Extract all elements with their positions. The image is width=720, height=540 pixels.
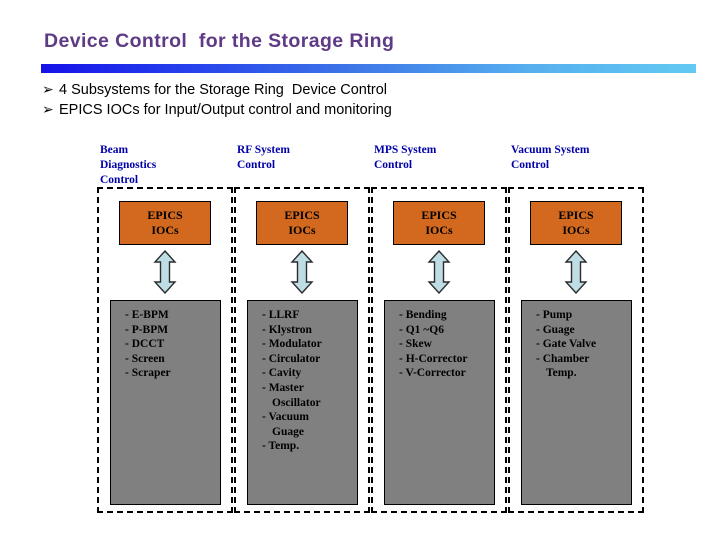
device-list-item: - Master [262,381,304,394]
epics-ioc-label-line2: IOCs [562,223,590,237]
epics-ioc-label-line2: IOCs [151,223,179,237]
subsystem-header: Beam Diagnostics Control [100,144,157,186]
device-list-item: - Bending [399,309,447,321]
device-list-item: - Circulator [262,352,321,365]
subsystem-dashed-frame [371,187,507,513]
device-list-item: - Chamber [536,352,590,365]
epics-ioc-label-line1: EPICS [421,208,457,222]
device-list-item: Temp. [546,367,577,380]
device-list-item: - P-BPM [125,323,169,336]
device-list-item: - Guage [536,323,575,336]
epics-ioc-label-line1: EPICS [558,208,594,222]
page-title: Device Control for the Storage Ring [44,30,395,52]
device-list: - E-BPM - P-BPM - DCCT- Screen - Scraper [125,308,255,381]
device-list-item: - Scraper [125,367,171,380]
subsystem-header: RF System Control [237,144,290,171]
device-list-item: Guage [272,425,304,438]
bidirectional-arrow-icon [119,249,211,295]
device-list-item: - Cavity [262,367,302,380]
device-list-item: - Vacuum [262,411,309,424]
subsystem-header: Vacuum System Control [511,144,590,171]
bullet-item: ➢ EPICS IOCs for Input/Output control and… [42,102,662,122]
device-list-item: - Skew [399,338,432,351]
bidirectional-arrow-icon [393,249,485,295]
subsystem-header: MPS System Control [374,144,437,171]
epics-ioc-label-line2: IOCs [425,223,453,237]
subsystem-dashed-frame [97,187,233,513]
epics-ioc-label-line1: EPICS [284,208,320,222]
device-list-item: - V-Corrector [399,367,466,380]
device-list: - LLRF - Klystron - Modulator- Circulator -… [262,308,392,454]
bullet-arrow-icon: ➢ [42,101,54,117]
subsystem-dashed-frame [508,187,644,513]
device-list: - Bending - Q1 ~Q6 - Skew- H-Corrector - V-… [399,308,529,381]
bidirectional-arrow-icon [256,249,348,295]
epics-ioc-label-line2: IOCs [288,223,316,237]
subsystem-dashed-frame [234,187,370,513]
device-list-item: - Modulator [262,338,322,351]
device-list-item: - H-Corrector [399,352,468,365]
device-list-box: - E-BPM - P-BPM - DCCT- Screen - Scraper [110,300,221,505]
device-list-item: - Q1 ~Q6 [399,323,444,336]
bullet-item-label: EPICS IOCs for Input/Output control and … [59,102,392,118]
bullet-arrow-icon: ➢ [42,81,54,97]
device-list-item: - Klystron [262,323,312,336]
device-list-item: - LLRF [262,309,300,321]
epics-ioc-label-line1: EPICS [147,208,183,222]
device-list-item: - E-BPM [125,309,169,321]
bullet-list: ➢ 4 Subsystems for the Storage Ring Devic… [42,82,662,122]
device-list-item: - Pump [536,309,573,321]
device-list-box: - Bending - Q1 ~Q6 - Skew- H-Corrector - V-… [384,300,495,505]
device-list-item: - Screen [125,352,165,365]
bullet-item-label: 4 Subsystems for the Storage Ring Device… [59,82,388,98]
device-list-item: - DCCT [125,338,165,351]
device-list-box: - LLRF - Klystron - Modulator- Circulator -… [247,300,358,505]
bidirectional-arrow-icon [530,249,622,295]
bullet-item: ➢ 4 Subsystems for the Storage Ring Devic… [42,82,662,102]
device-list-item: Oscillator [272,396,321,409]
title-gradient-rule [41,64,696,73]
device-list-item: - Temp. [262,440,300,453]
device-list-item: - Gate Valve [536,338,597,351]
